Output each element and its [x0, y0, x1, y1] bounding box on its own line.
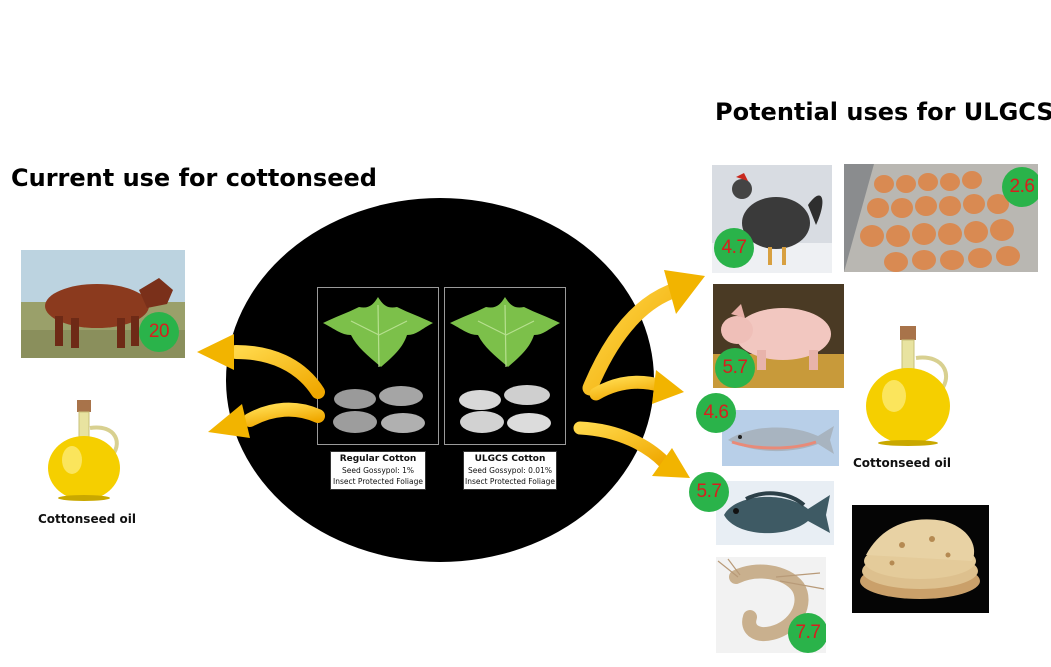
ulgcs-cotton-panel: [444, 287, 566, 445]
arrow-to-swine-fish: [589, 370, 684, 404]
regular-cotton-gossypol: Seed Gossypol: 1%: [341, 466, 415, 475]
cottonseed-oil-label-left: Cottonseed oil: [38, 512, 136, 526]
arrow-to-poultry: [582, 270, 705, 396]
cattle-value-badge: 20: [139, 312, 179, 352]
chicken-photo: 4.7: [712, 165, 832, 273]
cottonseed-oil-label-right: Cottonseed oil: [853, 456, 951, 470]
current-use-heading: Current use for cottonseed: [11, 164, 377, 192]
shrimp-value-badge: 7.7: [788, 613, 826, 653]
ulgcs-cotton-title: ULGCS Cotton: [474, 454, 546, 464]
salmon-photo: [722, 410, 839, 466]
arrow-to-aquaculture: [573, 421, 690, 478]
arrow-to-cattle: [197, 334, 325, 399]
tilapia-value-badge: 5.7: [689, 472, 729, 512]
regular-cotton-foliage: Insect Protected Foliage: [333, 477, 423, 486]
pig-value-badge: 5.7: [715, 348, 755, 388]
pig-photo: 5.7: [713, 284, 844, 388]
shrimp-photo: 7.7: [716, 557, 826, 653]
cottonseed-oil-bottle-left: [48, 400, 120, 501]
tilapia-photo: [716, 481, 834, 545]
arrow-to-oil-left: [208, 402, 325, 438]
ulgcs-cotton-caption: ULGCS Cotton Seed Gossypol: 0.01% Insect…: [463, 451, 557, 490]
cattle-photo: 20: [21, 250, 185, 358]
salmon-value-badge: 4.6: [696, 393, 736, 433]
regular-cotton-caption: Regular Cotton Seed Gossypol: 1% Insect …: [330, 451, 426, 490]
regular-cotton-panel: [317, 287, 439, 445]
regular-cotton-title: Regular Cotton: [339, 454, 417, 464]
eggs-photo: 2.6: [844, 164, 1038, 272]
chicken-value-badge: 4.7: [714, 228, 754, 268]
cottonseed-oil-bottle-right: [866, 326, 950, 446]
tortilla-photo: [852, 505, 989, 613]
ulgcs-cotton-foliage: Insect Protected Foliage: [465, 477, 555, 486]
ulgcs-cotton-gossypol: Seed Gossypol: 0.01%: [468, 466, 552, 475]
eggs-value-badge: 2.6: [1002, 167, 1038, 207]
potential-uses-heading: Potential uses for ULGCS: [715, 98, 1051, 126]
